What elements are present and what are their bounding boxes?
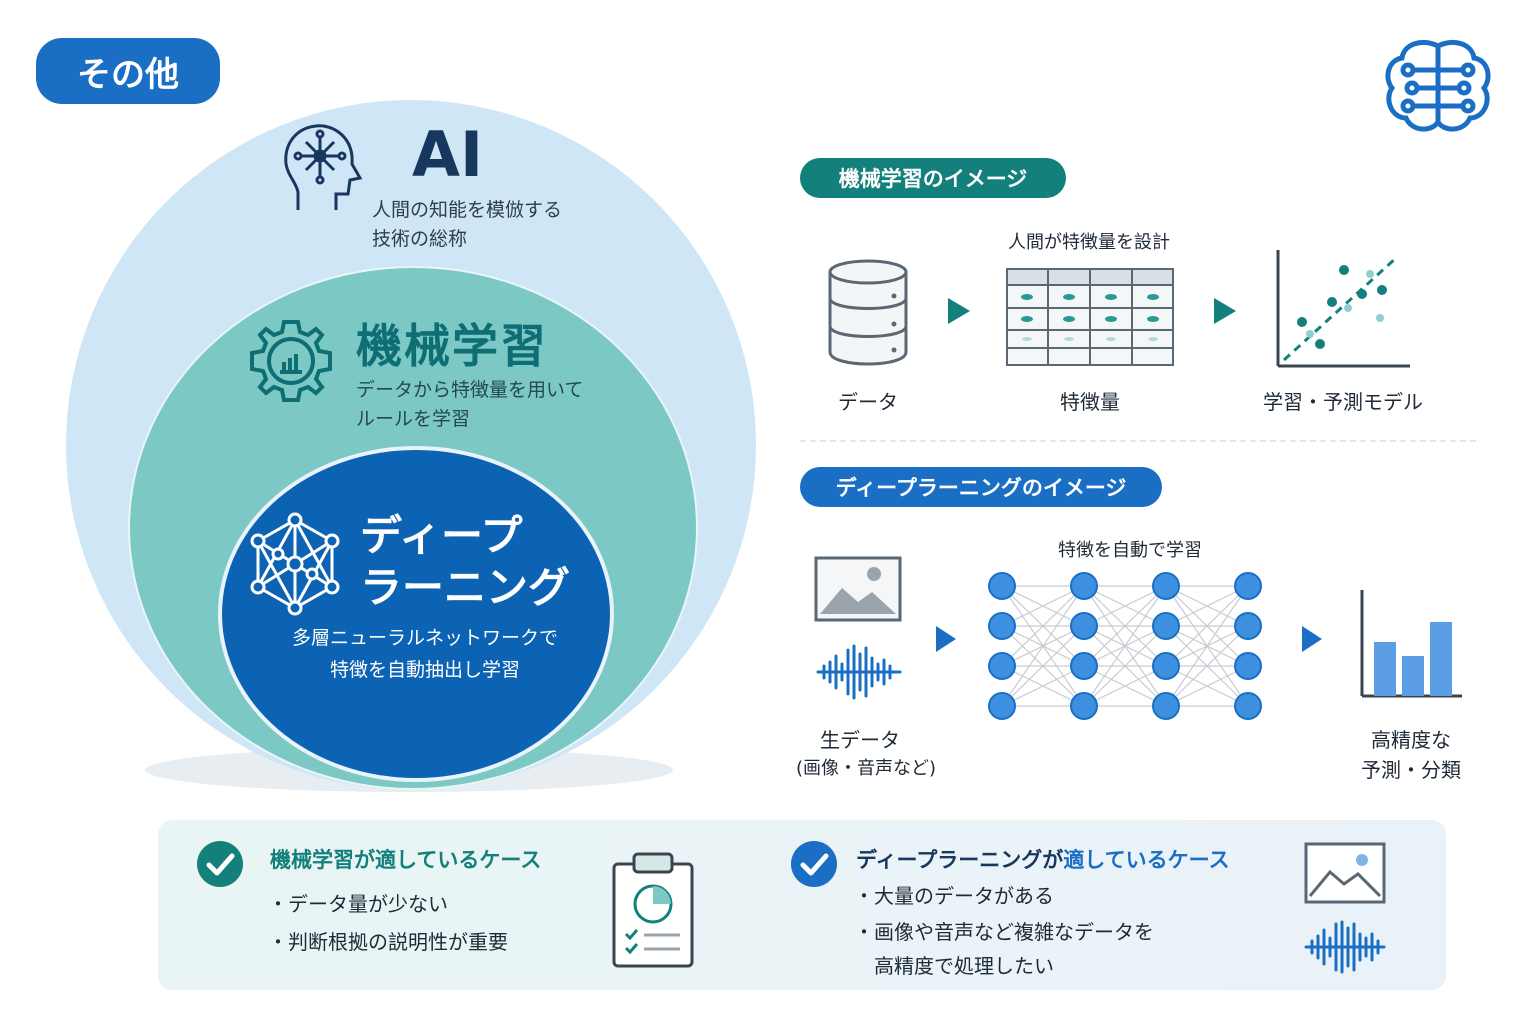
dl-cases-title: ディープラーニングが適しているケース [856, 844, 1230, 874]
arrow-right-icon [1302, 626, 1322, 652]
dl-auto-learn-note: 特徴を自動で学習 [1058, 540, 1202, 561]
ai-desc-line2: 技術の総称 [372, 228, 468, 250]
network-hexagon-icon [250, 512, 340, 616]
bar-chart-icon [1360, 590, 1462, 698]
neural-network-icon [988, 572, 1262, 720]
ml-desc-line1: データから特徴量を用いて [356, 379, 584, 401]
ml-data-label: データ [838, 390, 898, 414]
dl-raw-data-label: 生データ [820, 728, 900, 752]
dl-case-item: 高精度で処理したい [874, 954, 1054, 978]
image-icon [814, 556, 902, 622]
dl-description: 多層ニューラルネットワークで 特徴を自動抽出し学習 [270, 622, 580, 686]
image-icon [1304, 842, 1386, 904]
arrow-right-icon [936, 626, 956, 652]
audio-waveform-icon [1304, 920, 1386, 974]
ml-case-item: ・データ量が少ない [268, 892, 448, 916]
dl-title-line2: ラーニング [360, 563, 571, 612]
dl-desc-line1: 多層ニューラルネットワークで [291, 627, 558, 649]
dl-title: ディープ ラーニング [360, 510, 600, 614]
dl-cases-title-c: ケース [1167, 848, 1230, 872]
ml-cases-title: 機械学習が適しているケース [270, 848, 542, 872]
ai-description: 人間の知能を模倣する 技術の総称 [372, 196, 612, 254]
ml-case-item: ・判断根拠の説明性が重要 [268, 930, 508, 954]
ml-model-label: 学習・予測モデル [1263, 390, 1423, 414]
dl-output-line2: 予測・分類 [1361, 758, 1461, 782]
dl-desc-line2: 特徴を自動抽出し学習 [329, 659, 520, 681]
ml-human-design-note: 人間が特徴量を設計 [1008, 232, 1170, 253]
category-tag: その他 [36, 38, 220, 104]
check-circle-icon [197, 841, 243, 887]
scatter-plot-icon [1276, 250, 1410, 368]
dl-output-line1: 高精度な [1371, 728, 1451, 752]
ml-feature-label: 特徴量 [1060, 390, 1120, 414]
dl-cases-title-a: ディープラーニングが [856, 848, 1064, 872]
dl-case-item: ・大量のデータがある [854, 884, 1054, 908]
feature-table-icon [1006, 268, 1174, 366]
brain-icon [1385, 40, 1491, 132]
ml-title: 機械学習 [356, 319, 548, 373]
section-divider [800, 440, 1476, 442]
ml-image-pill: 機械学習のイメージ [800, 158, 1066, 198]
dl-circle [218, 446, 614, 782]
ai-desc-line1: 人間の知能を模倣する [372, 199, 563, 221]
database-icon [828, 259, 908, 366]
dl-cases-title-b: 適している [1063, 848, 1168, 872]
dl-title-line1: ディープ [360, 511, 523, 560]
gear-chart-icon [250, 320, 332, 402]
ml-desc-line2: ルールを学習 [356, 408, 471, 430]
ml-description: データから特徴量を用いて ルールを学習 [356, 376, 636, 434]
audio-waveform-icon [816, 644, 902, 700]
check-circle-icon [791, 841, 837, 887]
dl-raw-data-sub: (画像・音声など) [795, 758, 937, 779]
dl-case-item: ・画像や音声など複雑なデータを [854, 920, 1154, 944]
arrow-right-icon [948, 298, 970, 324]
clipboard-chart-icon [612, 852, 694, 968]
dl-image-pill: ディープラーニングのイメージ [800, 467, 1162, 507]
arrow-right-icon [1214, 298, 1236, 324]
ai-title: AI [412, 118, 484, 191]
head-circuit-icon [284, 124, 363, 210]
